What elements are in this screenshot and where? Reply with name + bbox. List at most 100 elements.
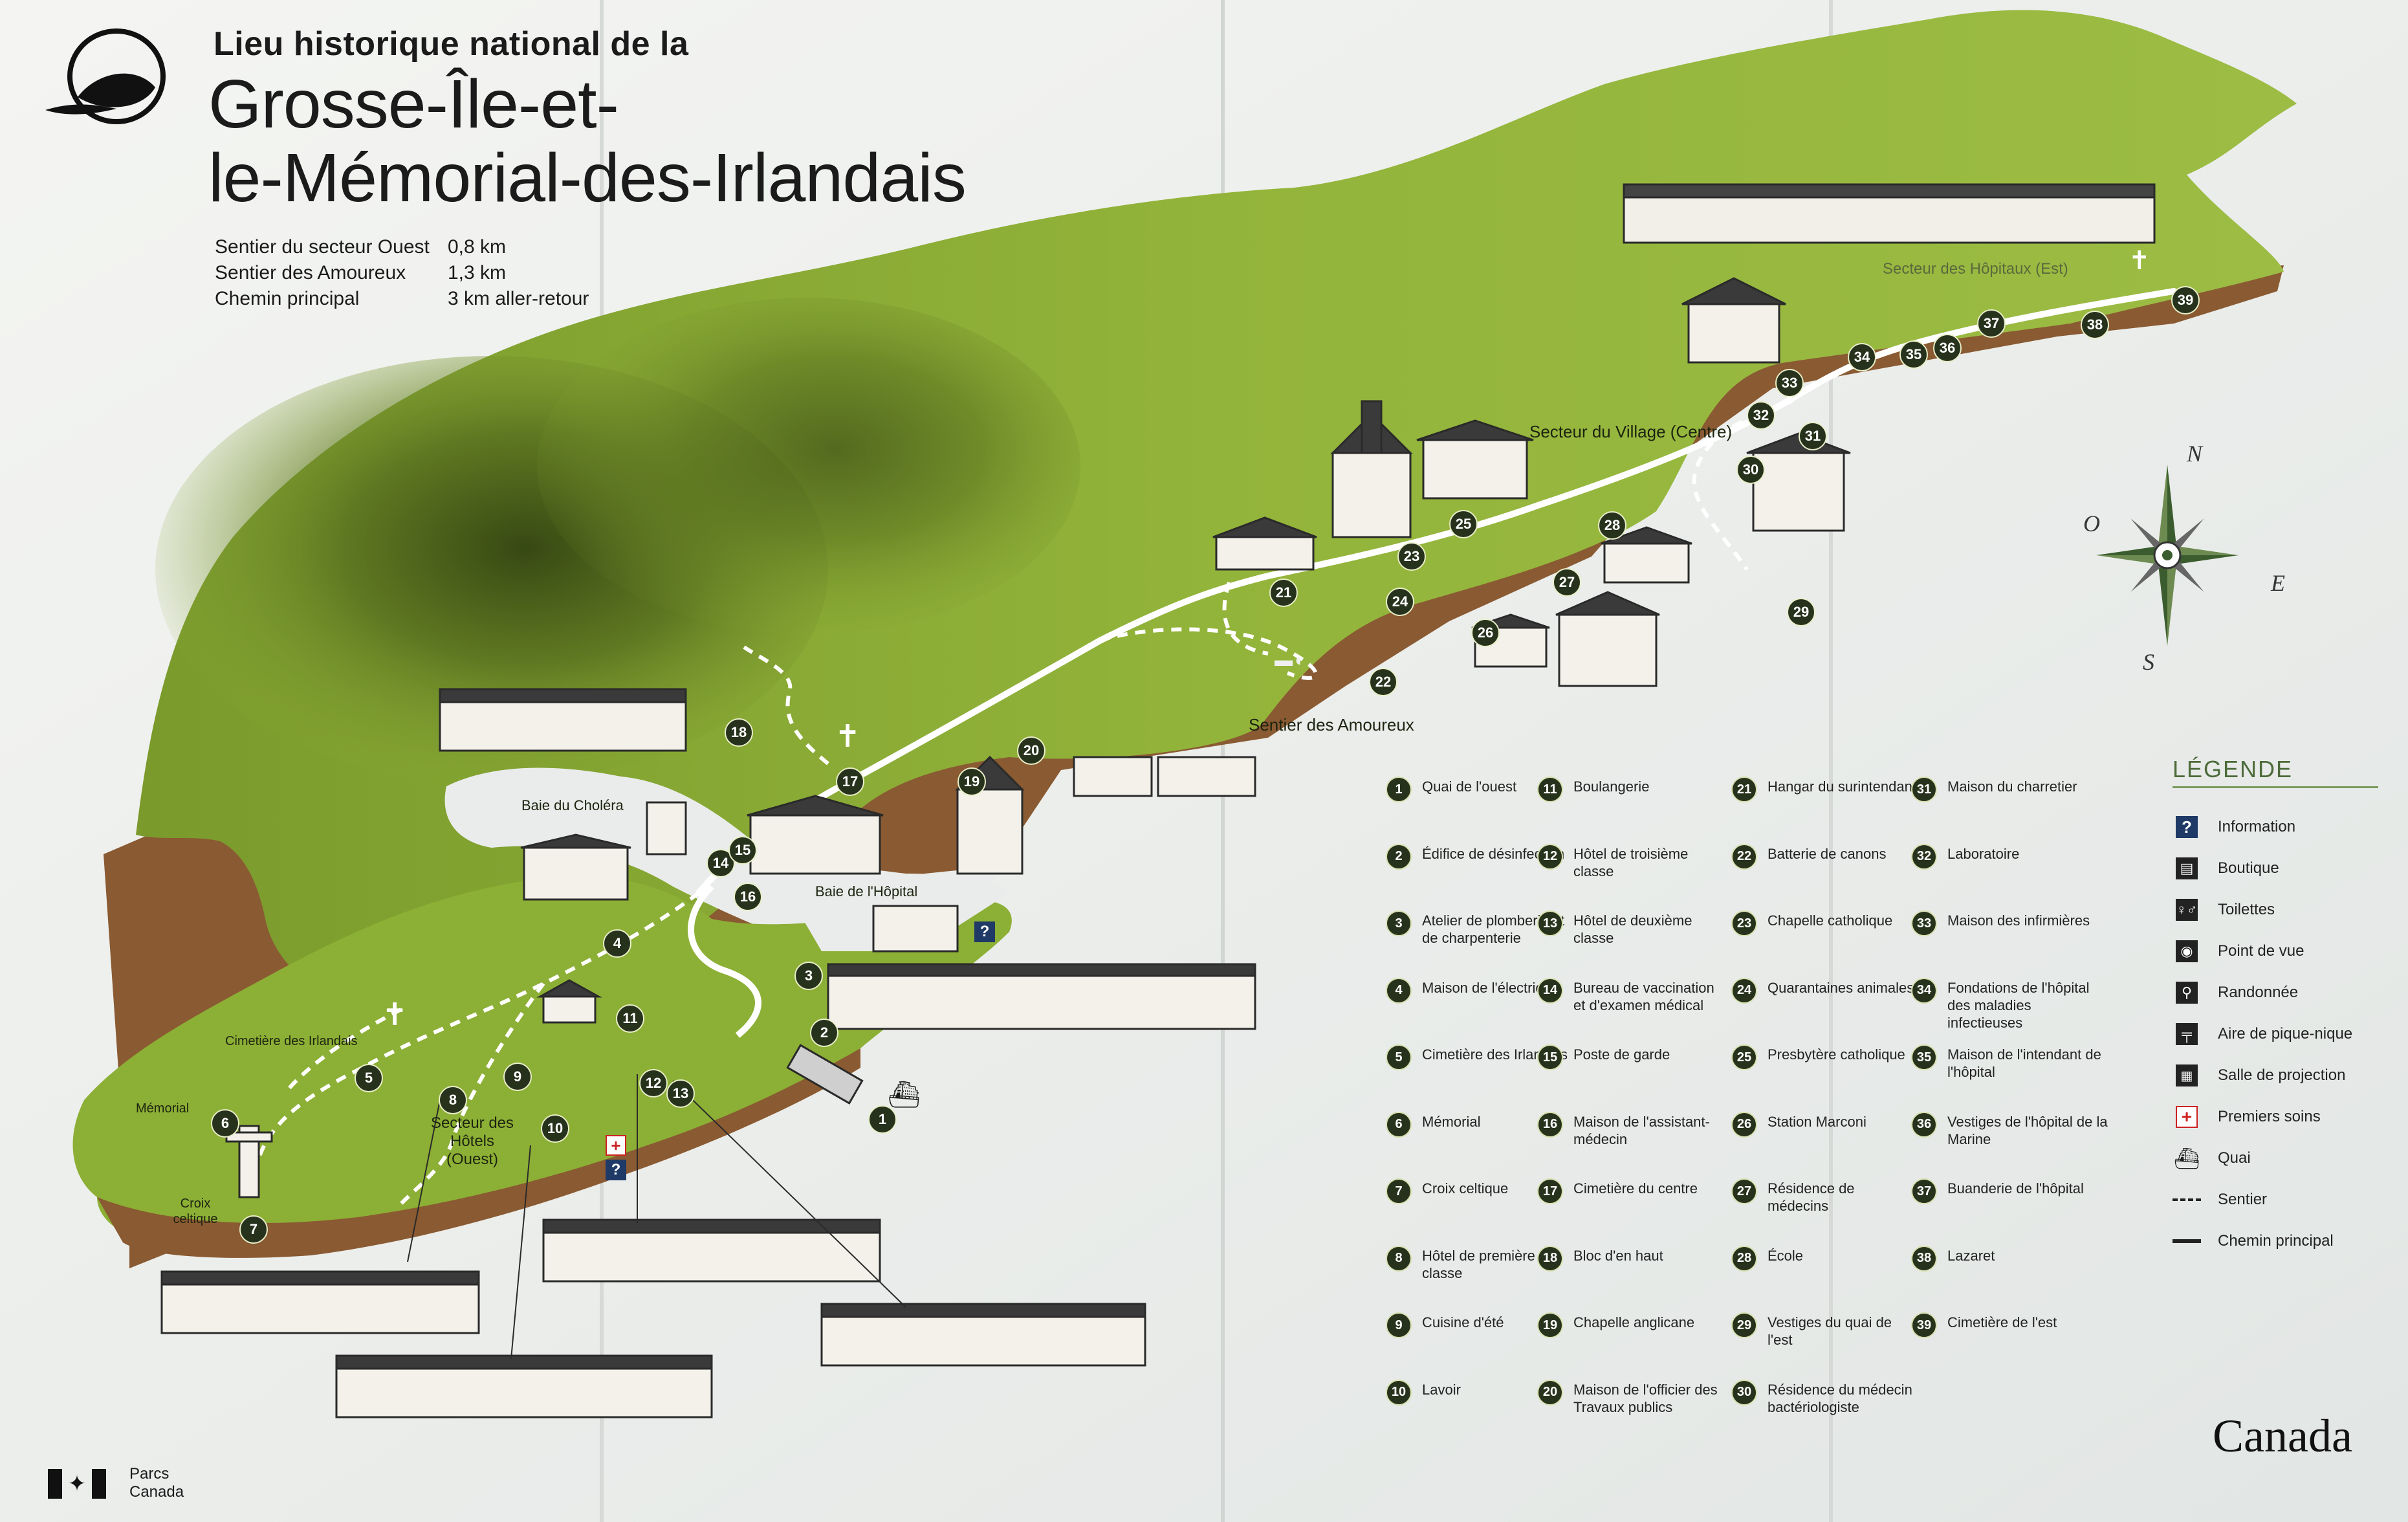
dashed-line-icon bbox=[2173, 1186, 2201, 1214]
point-number: 21 bbox=[1731, 777, 1757, 802]
point-name: Batterie de canons bbox=[1768, 845, 1887, 862]
point-number: 9 bbox=[1386, 1312, 1412, 1338]
point-name: Quarantaines animales bbox=[1768, 979, 1914, 996]
map-badge-19: 19 bbox=[958, 767, 986, 796]
trail-distance: 1,3 km bbox=[448, 262, 507, 283]
point-item-26: 26 Station Marconi bbox=[1731, 1111, 1938, 1138]
cannon-icon: ▬◖ bbox=[1275, 650, 1304, 670]
point-name: Hangar du surintendant bbox=[1768, 778, 1916, 795]
point-name: Poste de garde bbox=[1573, 1046, 1670, 1063]
point-name: École bbox=[1768, 1247, 1804, 1264]
map-badge-39: 39 bbox=[2171, 286, 2200, 314]
hiking-icon: ⚲ bbox=[2173, 978, 2201, 1007]
point-name: Cuisine d'été bbox=[1422, 1314, 1504, 1330]
map-badge-18: 18 bbox=[725, 718, 753, 747]
point-number: 12 bbox=[1537, 843, 1563, 870]
legend-row: ╤ Aire de pique-nique bbox=[2173, 1020, 2352, 1048]
point-name: Station Marconi bbox=[1768, 1113, 1866, 1130]
point-number: 4 bbox=[1386, 977, 1412, 1004]
map-badge-22: 22 bbox=[1369, 668, 1397, 696]
point-name: Croix celtique bbox=[1422, 1180, 1509, 1197]
legend-label: Information bbox=[2218, 818, 2296, 835]
trail-distances: Sentier du secteur Ouest Sentier des Amo… bbox=[215, 234, 589, 312]
map-badge-4: 4 bbox=[603, 929, 631, 958]
point-number: 26 bbox=[1731, 1111, 1757, 1138]
map-badge-1: 1 bbox=[868, 1105, 897, 1134]
boat-icon: ⛴ bbox=[2173, 1147, 2200, 1170]
legend-row: ♀♂ Toilettes bbox=[2173, 896, 2275, 924]
label-irish-cemetery: Cimetière des Irlandais bbox=[225, 1034, 358, 1048]
legend-row: Chemin principal bbox=[2173, 1227, 2334, 1255]
map-badge-12: 12 bbox=[639, 1069, 668, 1097]
canada-flag-icon: ✦ bbox=[48, 1469, 106, 1499]
point-name: Boulangerie bbox=[1573, 778, 1650, 795]
point-number: 1 bbox=[1386, 777, 1412, 802]
site-title-line1: Grosse-Île-et- bbox=[208, 66, 619, 142]
point-number: 3 bbox=[1386, 910, 1412, 936]
legend-row: ⚲ Randonnée bbox=[2173, 978, 2298, 1007]
point-name: Vestiges de l'hôpital de la Marine bbox=[1947, 1113, 2108, 1147]
legend-label: Premiers soins bbox=[2218, 1108, 2321, 1125]
buildings bbox=[160, 183, 2156, 1418]
site-title-line2: le-Mémorial-des-Irlandais bbox=[208, 140, 967, 216]
map-badge-13: 13 bbox=[666, 1079, 695, 1108]
map-badge-35: 35 bbox=[1899, 340, 1928, 369]
point-item-21: 21 Hangar du surintendant bbox=[1731, 777, 1938, 802]
point-number: 16 bbox=[1537, 1111, 1563, 1138]
legend-label: Point de vue bbox=[2218, 942, 2304, 960]
map-badge-24: 24 bbox=[1386, 588, 1414, 616]
map-badge-8: 8 bbox=[439, 1086, 467, 1114]
map-badge-27: 27 bbox=[1553, 568, 1581, 597]
map-badge-15: 15 bbox=[728, 836, 757, 865]
map-badge-9: 9 bbox=[503, 1063, 532, 1091]
legend-row: ▤ Boutique bbox=[2173, 854, 2279, 883]
point-name: Presbytère catholique bbox=[1768, 1046, 1905, 1063]
trail-name: Sentier du secteur Ouest bbox=[215, 236, 430, 258]
point-number: 8 bbox=[1386, 1245, 1412, 1272]
cemetery-cross-icon: ✝ bbox=[382, 998, 408, 1032]
legend-rule bbox=[2173, 786, 2378, 788]
picnic-icon: ╤ bbox=[2173, 1020, 2201, 1048]
map-badge-29: 29 bbox=[1787, 598, 1815, 626]
point-number: 33 bbox=[1911, 910, 1937, 936]
point-name: Bloc d'en haut bbox=[1573, 1247, 1663, 1264]
toilets-icon: ♀♂ bbox=[2173, 896, 2201, 924]
parks-canada-fr: Parcs Canada bbox=[129, 1465, 184, 1501]
legend-label: Boutique bbox=[2218, 859, 2279, 877]
site-subtitle: Lieu historique national de la bbox=[213, 25, 689, 63]
point-number: 14 bbox=[1537, 977, 1563, 1004]
map-badge-32: 32 bbox=[1747, 401, 1775, 430]
map-badge-17: 17 bbox=[836, 767, 864, 796]
map-badge-11: 11 bbox=[616, 1004, 644, 1033]
point-number: 7 bbox=[1386, 1178, 1412, 1204]
point-name: Maison du charretier bbox=[1947, 778, 2077, 795]
map-badge-33: 33 bbox=[1775, 369, 1804, 397]
legend-label: Randonnée bbox=[2218, 984, 2299, 1001]
first-aid-icon: + bbox=[606, 1135, 626, 1156]
trail-distance: 3 km aller-retour bbox=[448, 288, 589, 309]
point-name: Lavoir bbox=[1422, 1381, 1461, 1398]
compass-east: E bbox=[2271, 570, 2285, 596]
map-badge-20: 20 bbox=[1017, 736, 1045, 765]
map-badge-38: 38 bbox=[2081, 311, 2109, 339]
map-badge-37: 37 bbox=[1977, 309, 2006, 338]
point-number: 15 bbox=[1537, 1044, 1563, 1070]
boat-icon: ⛴ bbox=[888, 1081, 921, 1109]
compass-south: S bbox=[2143, 649, 2154, 675]
map-badge-10: 10 bbox=[541, 1114, 569, 1143]
point-name: Hôtel de deuxième classe bbox=[1573, 912, 1692, 946]
